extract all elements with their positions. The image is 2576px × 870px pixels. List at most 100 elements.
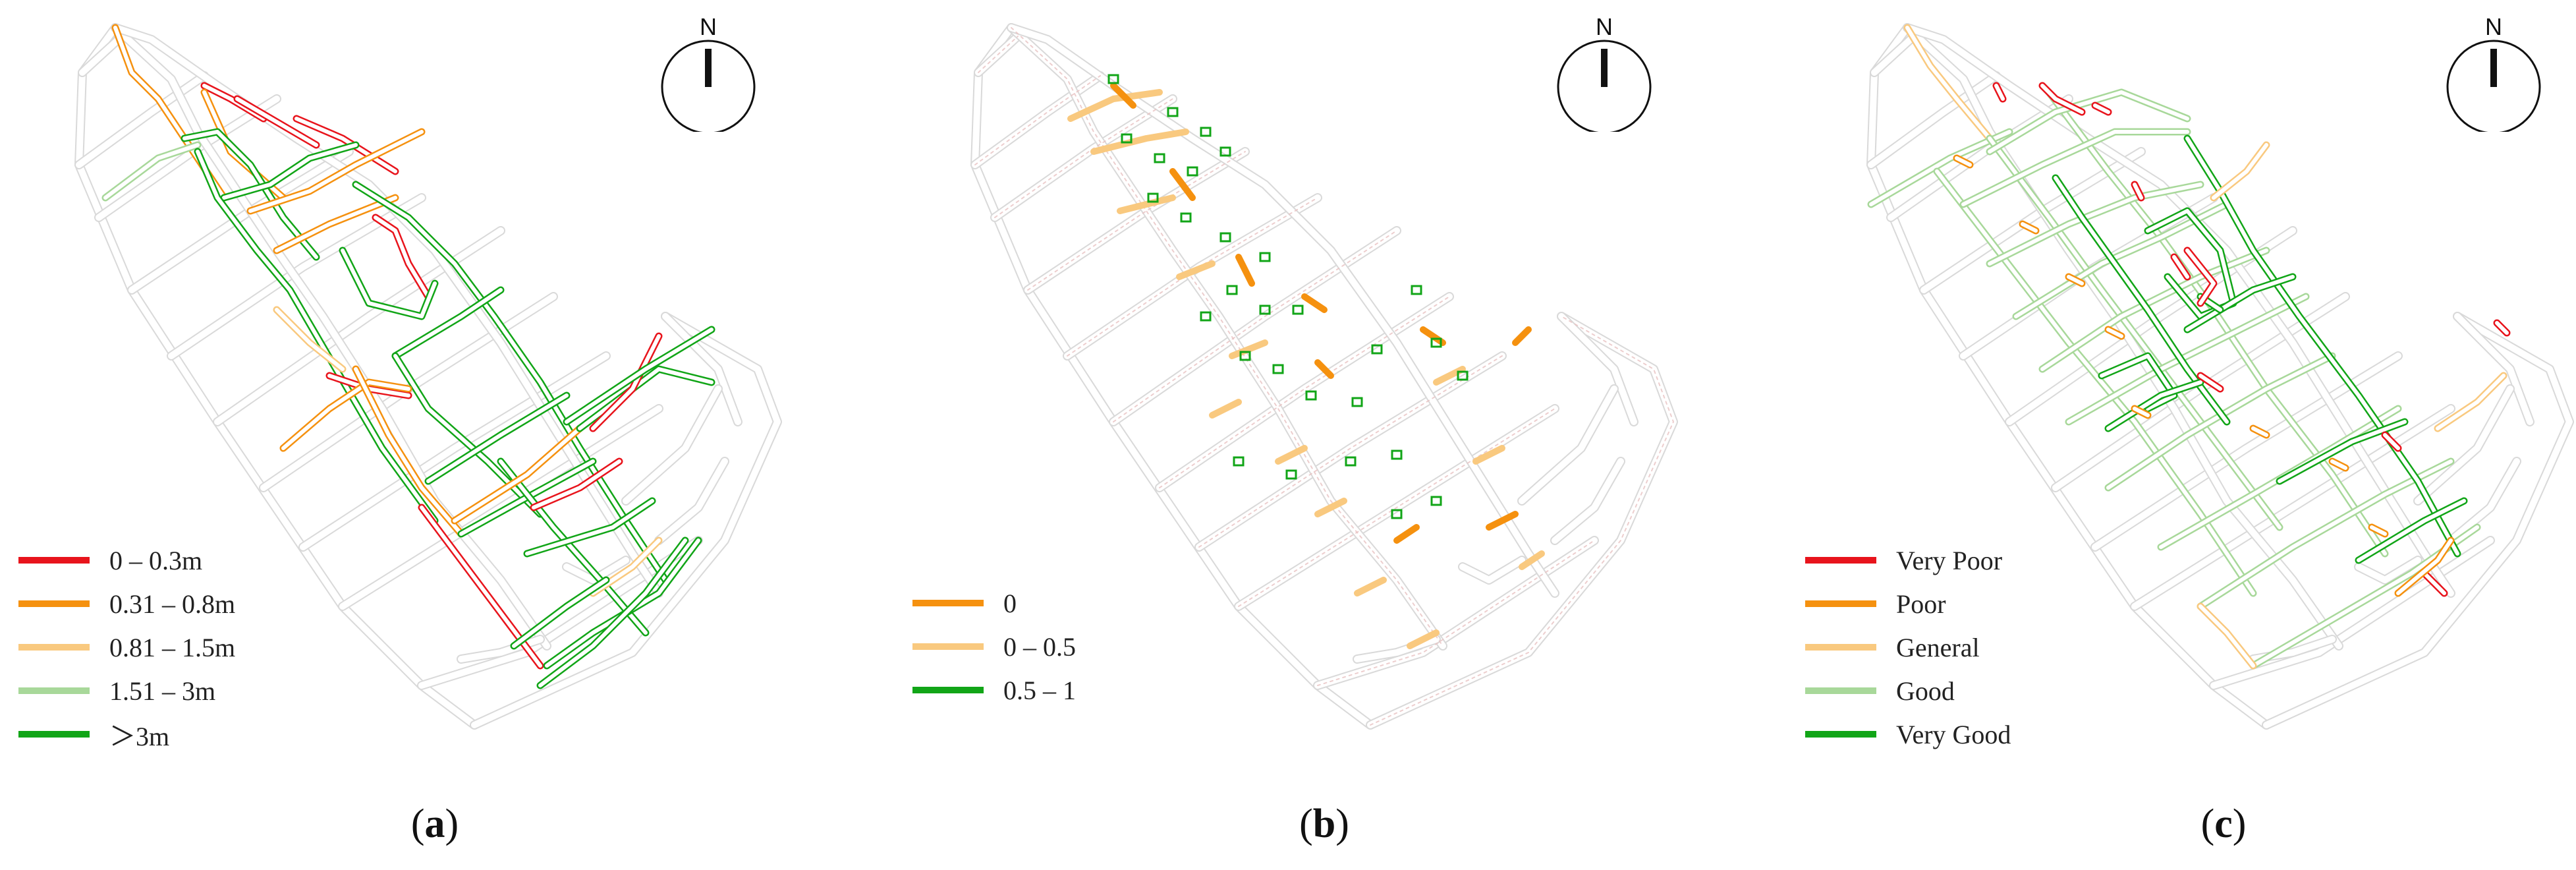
road-segment [2172, 255, 2189, 279]
legend-label: Very Good [1896, 719, 2011, 749]
road-segment [2415, 386, 2513, 504]
road-segment [1988, 183, 2202, 266]
road-segment [1519, 386, 1617, 504]
road-segment [538, 538, 687, 687]
legend-item: Very Poor [1805, 540, 2002, 580]
north-label: N [700, 13, 717, 40]
legend-label: Poor [1896, 589, 1946, 619]
road-segment [2106, 354, 2334, 490]
road-segment [2146, 209, 2235, 318]
road-segment [471, 313, 781, 728]
road-segment [1027, 151, 1246, 291]
legend-label: 0.31 – 0.8m [109, 589, 236, 619]
intersection-marker [1200, 127, 1212, 137]
road-segment [2131, 405, 2454, 610]
intersection-marker [1219, 146, 1231, 157]
panel-b: N 0 0 – 0.5 0.5 – 1 (b) [896, 0, 1754, 870]
road-segment [112, 24, 550, 649]
intersection-marker [1259, 304, 1271, 315]
road-segment [79, 33, 125, 76]
map-a [74, 23, 782, 730]
legend-item: 1.51 – 3m [18, 671, 215, 710]
road-segment [1961, 130, 2189, 206]
road-segment [2040, 84, 2084, 114]
road-segment [1117, 194, 1176, 214]
road-segment [1007, 23, 1559, 598]
panel-a: N 0 – 0.3m 0.31 – 0.8m 0.81 – 1.5m 1.51 … [0, 0, 858, 870]
north-arrow: N [1552, 13, 1657, 132]
road-segment [103, 143, 200, 200]
north-label: N [2485, 13, 2502, 40]
north-arrow: N [656, 13, 761, 132]
road-segment [1955, 156, 1972, 167]
road-segment [2185, 248, 2216, 305]
road-segment [1159, 296, 1450, 488]
road-segment [1988, 136, 2282, 529]
road-segment [374, 216, 430, 299]
road-segment [1420, 326, 1446, 346]
road-segment [300, 353, 609, 550]
legend-label: Good [1896, 676, 1955, 706]
road-segment [341, 248, 437, 318]
legend-swatch [1805, 687, 1876, 694]
intersection-marker [1391, 450, 1403, 460]
road-segment [2133, 407, 2150, 417]
road-segment [1868, 72, 2000, 168]
legend-swatch [912, 600, 984, 606]
road-segment [1176, 260, 1216, 280]
road-segment [2495, 321, 2509, 335]
road-segment [1198, 355, 1503, 548]
road-segment [1238, 408, 1555, 607]
road-segment [1994, 84, 2005, 101]
legend-label: Very Poor [1896, 545, 2003, 575]
legend-item: 0 – 0.5 [912, 627, 1076, 666]
legend-label: 0.81 – 1.5m [109, 632, 236, 662]
road-segment [248, 130, 424, 213]
road-segment [76, 72, 208, 168]
intersection-marker [1391, 509, 1403, 519]
legend-swatch [18, 687, 90, 694]
road-segment [2278, 420, 2407, 483]
legend-item: Good [1805, 671, 1955, 710]
road-segment [1519, 550, 1545, 570]
road-segment [2355, 557, 2421, 583]
legend-swatch [1805, 644, 1876, 651]
road-segment [623, 386, 721, 504]
road-segment [354, 183, 667, 582]
legend-item: 0 – 0.3m [18, 540, 202, 580]
road-segment [281, 380, 410, 450]
road-segment [2454, 313, 2533, 425]
legend-swatch [18, 731, 90, 738]
road-segment [1988, 90, 2189, 154]
road-segment [1871, 33, 1917, 76]
road-segment [1314, 359, 1334, 379]
road-segment [1314, 498, 1347, 517]
road-segment [1110, 82, 1136, 109]
north-arrow: N [2441, 13, 2546, 132]
road-segment [591, 334, 661, 430]
legend-item: ＞3m [18, 714, 169, 754]
intersection-marker [1272, 364, 1284, 374]
road-segment [2330, 459, 2347, 470]
road-segment [222, 143, 358, 200]
north-label: N [1596, 13, 1613, 40]
road-segment [2383, 433, 2400, 450]
intersection-marker [1187, 166, 1198, 177]
legend-label: 0.5 – 1 [1003, 675, 1076, 705]
intersection-marker [1285, 469, 1297, 480]
legend-swatch [912, 643, 984, 650]
panel-c: N Very Poor Poor General Good Very Good … [1792, 0, 2576, 870]
caption-c: (c) [2200, 801, 2247, 846]
road-segment [578, 367, 714, 430]
road-segment [339, 405, 662, 610]
legend-label: ＞3m [109, 722, 170, 751]
intersection-marker [1154, 153, 1165, 163]
road-segment [1008, 24, 1558, 596]
intersection-marker [1167, 107, 1179, 117]
road-segment [196, 150, 437, 523]
road-segment [2106, 380, 2202, 430]
road-segment [393, 288, 503, 358]
road-segment [1517, 384, 1619, 506]
legend-swatch [18, 644, 90, 651]
road-segment [2133, 183, 2143, 200]
